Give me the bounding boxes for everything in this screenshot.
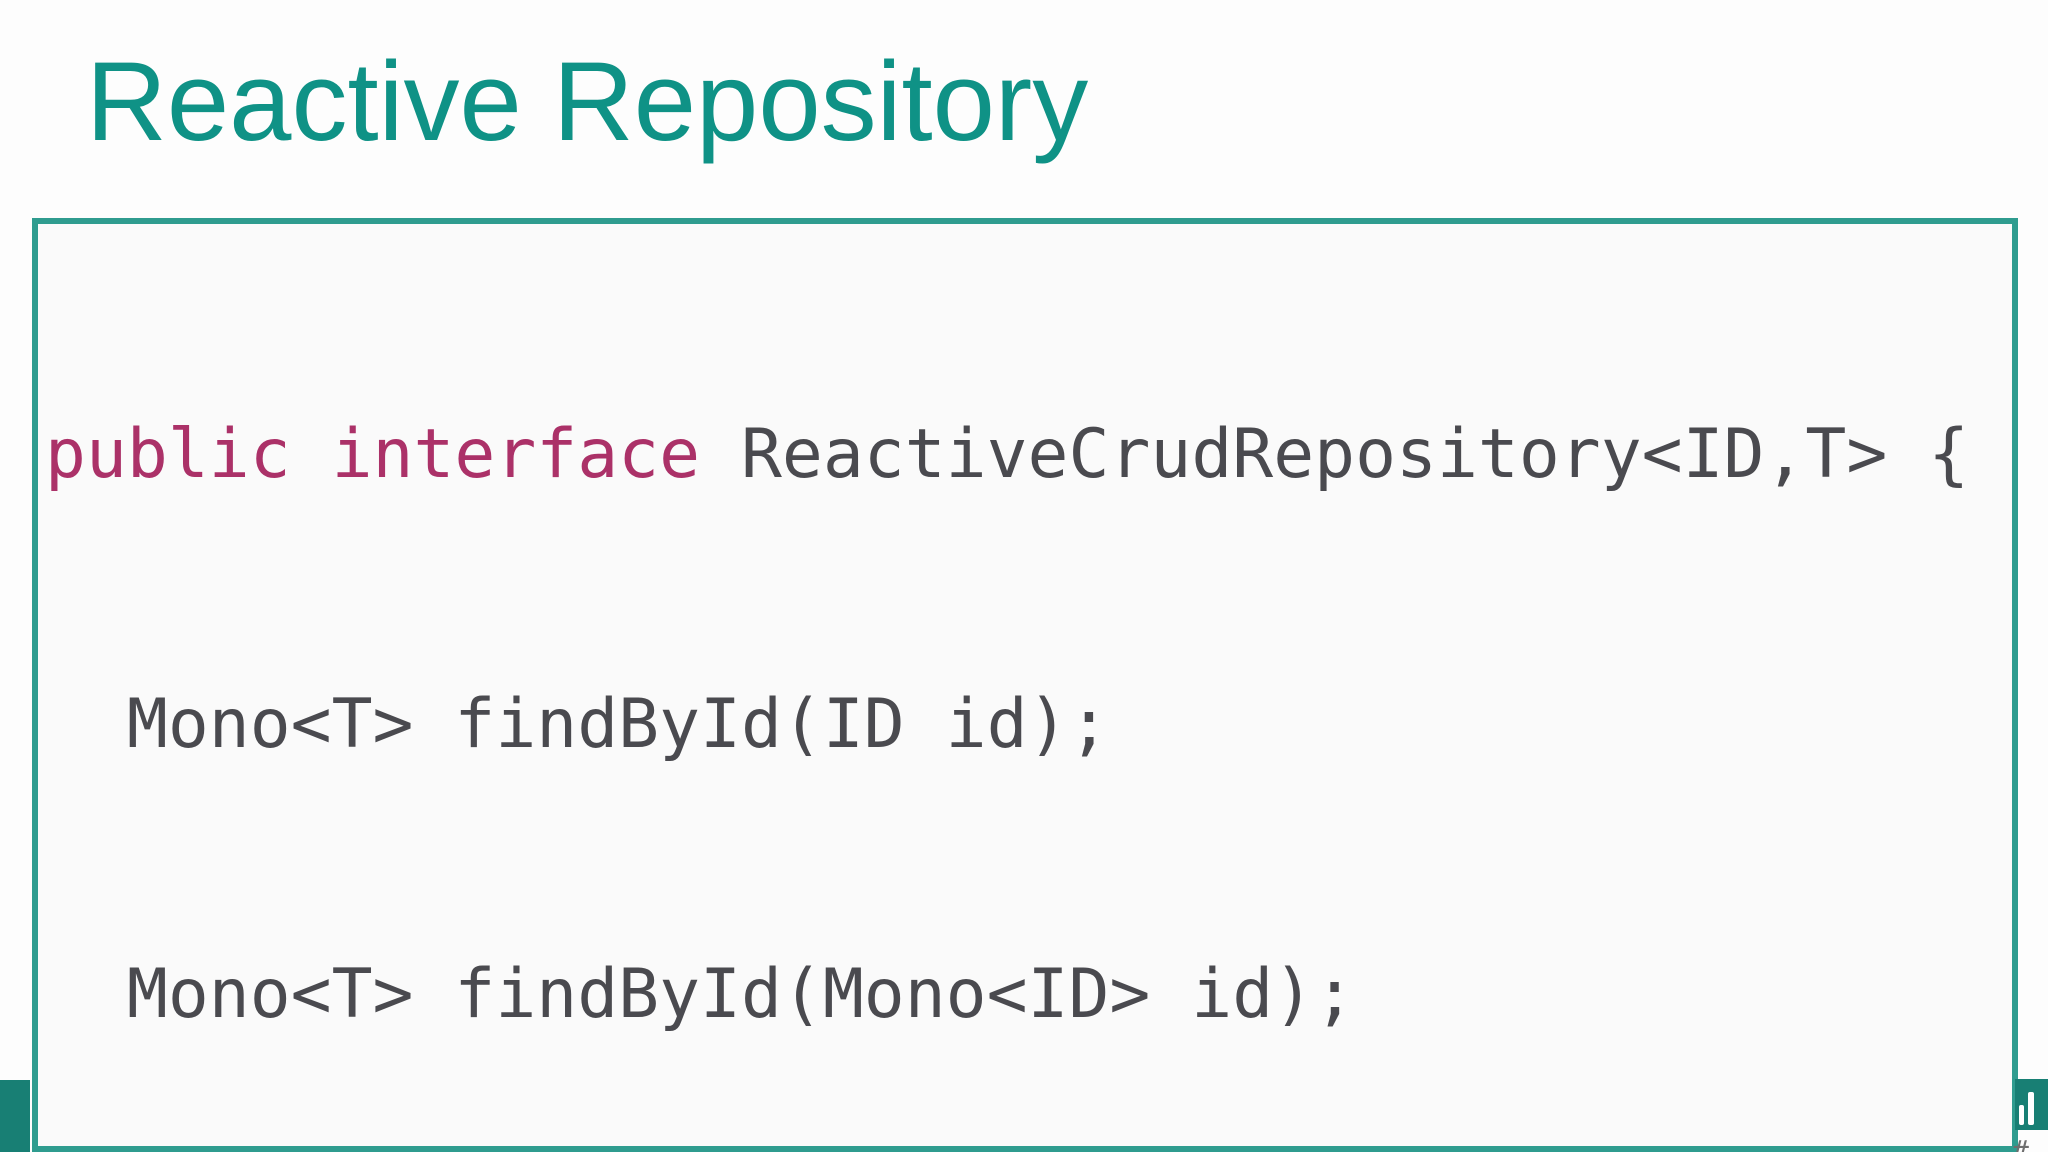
code-text: ReactiveCrudRepository<ID,T> { (740, 415, 1970, 494)
code-text: Mono<T> findById(ID id); (45, 685, 1110, 764)
code-line-findbyid-mono: Mono<T> findById(Mono<ID> id); (45, 950, 1969, 1040)
code-line-interface-declaration: public interface ReactiveCrudRepository<… (45, 410, 1969, 500)
code-line-findbyid: Mono<T> findById(ID id); (45, 680, 1969, 770)
code-text: Mono<T> findById(Mono<ID> id); (45, 955, 1356, 1034)
code-block: public interface ReactiveCrudRepository<… (45, 230, 1969, 1152)
code-panel (32, 218, 2018, 1152)
logo-bars-icon (2028, 1092, 2034, 1125)
slide-title: Reactive Repository (86, 39, 1089, 164)
partial-handle-text: # (2012, 1134, 2029, 1152)
keyword-text: public interface (45, 415, 741, 494)
footer-left-accent-block (0, 1080, 30, 1152)
footer-logo-badge (2015, 1079, 2048, 1130)
logo-bars-icon (2019, 1105, 2024, 1125)
